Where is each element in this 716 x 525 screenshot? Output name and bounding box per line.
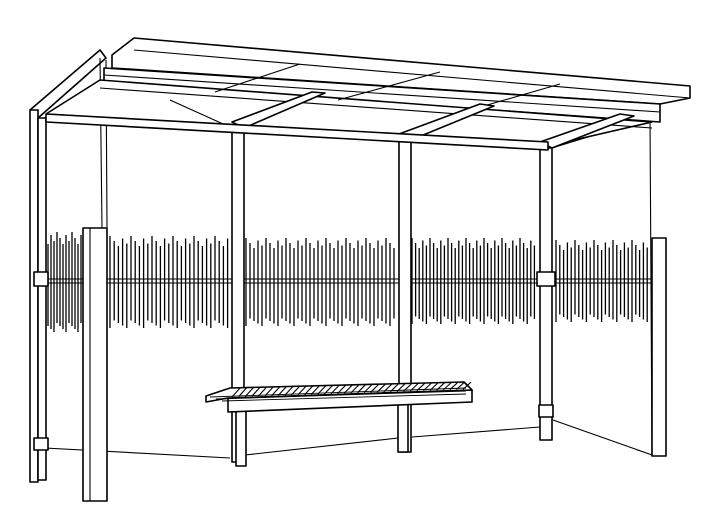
frosted-slat-band	[41, 232, 648, 332]
bench-slat	[257, 386, 267, 397]
bench-seat-slats	[209, 381, 472, 402]
bench-slat	[251, 387, 261, 397]
left-side-frame	[29, 49, 108, 483]
mid-rail	[40, 278, 660, 284]
front-post-left	[82, 227, 108, 502]
bench-slat	[284, 386, 294, 396]
bench-slat	[238, 387, 248, 398]
bench-rail	[209, 387, 467, 398]
bench-rail	[215, 390, 467, 400]
bench-slat	[277, 386, 287, 396]
bench-slat	[231, 387, 241, 398]
bench-rail	[221, 393, 467, 402]
roof	[45, 37, 691, 151]
bench-slat	[290, 386, 300, 396]
bench-slat	[244, 387, 254, 397]
bench-slat	[297, 385, 307, 396]
bench	[205, 381, 473, 467]
bench-slat	[271, 386, 281, 397]
rear-post-right	[536, 147, 556, 441]
bench-slat	[264, 386, 274, 397]
